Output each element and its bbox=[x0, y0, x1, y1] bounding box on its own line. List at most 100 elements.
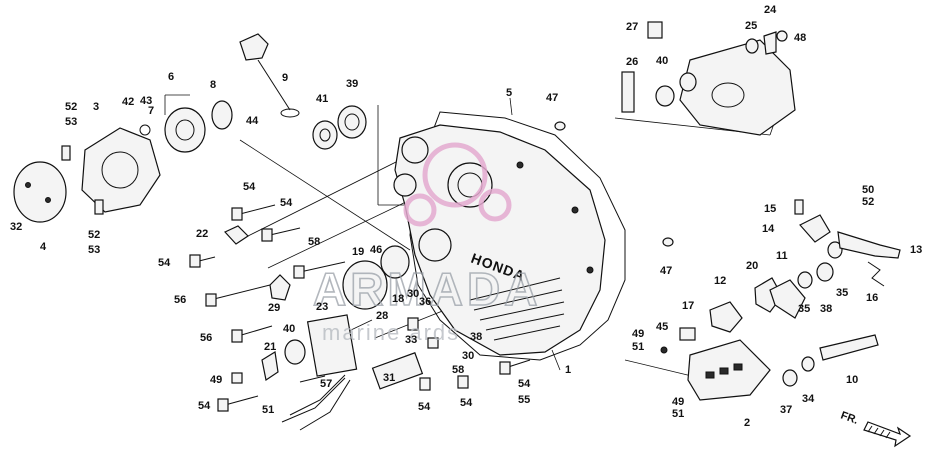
part-label: 57 bbox=[320, 378, 332, 390]
cover-bolt-hole bbox=[571, 206, 579, 214]
bolt-head bbox=[231, 207, 243, 221]
watermark-ring bbox=[478, 188, 512, 222]
part-label: 31 bbox=[383, 372, 395, 384]
part-label: 44 bbox=[246, 115, 259, 127]
filter-element-core bbox=[175, 119, 195, 141]
bearing-39 bbox=[337, 105, 367, 139]
part-label: 54 bbox=[198, 400, 211, 412]
pin-15 bbox=[794, 199, 804, 215]
part-label: 5 bbox=[506, 87, 512, 99]
part-label: 6 bbox=[168, 71, 174, 83]
cover-boss-small bbox=[393, 173, 417, 197]
part-label: 54 bbox=[158, 257, 171, 269]
part-label: 46 bbox=[370, 244, 382, 256]
part-label: 4 bbox=[40, 241, 47, 253]
bolt-head bbox=[419, 377, 431, 391]
cover-boss-left bbox=[418, 228, 452, 262]
filter-cover-inner bbox=[101, 151, 139, 189]
spring-16 bbox=[867, 261, 885, 287]
bolt-head bbox=[189, 254, 201, 268]
bolt-head bbox=[217, 398, 229, 412]
part-label: 18 bbox=[392, 293, 404, 305]
part-label: 11 bbox=[776, 250, 788, 262]
dowel-pin bbox=[662, 237, 674, 247]
part-label: 34 bbox=[802, 393, 815, 405]
part-label: 33 bbox=[405, 334, 417, 346]
plate-bolt-hole bbox=[25, 182, 31, 188]
cover-bolt-hole bbox=[586, 266, 594, 274]
part-label: 53 bbox=[88, 244, 100, 256]
part-label: 27 bbox=[626, 21, 638, 33]
inset-detail bbox=[621, 21, 796, 136]
bolt-head bbox=[457, 375, 469, 389]
part-label: 8 bbox=[210, 79, 216, 91]
plate-bolt-hole bbox=[45, 197, 51, 203]
shift-mechanism-group bbox=[660, 199, 901, 401]
watermark-title: ARMADA bbox=[313, 263, 541, 315]
bolt-52 bbox=[61, 145, 71, 161]
crankcase-cover bbox=[394, 124, 606, 356]
shift-drum-plate-2 bbox=[687, 339, 771, 401]
part-label: 58 bbox=[452, 364, 464, 376]
bolt-head bbox=[231, 372, 243, 384]
part-label: 58 bbox=[308, 236, 320, 248]
part-label: 21 bbox=[264, 341, 276, 353]
part-label: 52 bbox=[862, 196, 874, 208]
part-label: 39 bbox=[346, 78, 358, 90]
bearing-41 bbox=[312, 120, 338, 150]
oil-filter-element bbox=[164, 107, 206, 153]
part-label: 40 bbox=[283, 323, 295, 335]
part-label: 45 bbox=[656, 321, 668, 333]
inset-nut-48 bbox=[776, 30, 788, 42]
collar-37 bbox=[782, 369, 798, 387]
part-label: 29 bbox=[268, 302, 280, 314]
part-label: 38 bbox=[820, 303, 832, 315]
part-label: 50 bbox=[862, 184, 874, 196]
part-label: 49 bbox=[672, 396, 684, 408]
plate-slot bbox=[733, 363, 743, 371]
bolt-head bbox=[499, 361, 511, 375]
part-label: 30 bbox=[407, 288, 419, 300]
front-label: FR. bbox=[839, 410, 860, 427]
watermark-ring bbox=[403, 193, 437, 227]
bearings-group bbox=[312, 105, 367, 150]
front-direction-indicator: FR. bbox=[839, 410, 912, 448]
cover-boss-center bbox=[447, 162, 493, 208]
part-label: 12 bbox=[714, 275, 726, 287]
bolt-17 bbox=[679, 327, 696, 341]
part-label: 30 bbox=[462, 350, 474, 362]
part-label: 14 bbox=[762, 223, 775, 235]
part-label: 20 bbox=[746, 260, 758, 272]
washer-35b bbox=[827, 241, 843, 259]
part-label: 32 bbox=[10, 221, 22, 233]
plate-slot bbox=[705, 371, 715, 379]
dowel-pin bbox=[554, 121, 566, 131]
inset-housing bbox=[679, 39, 796, 136]
part-label: 10 bbox=[846, 374, 858, 386]
cover-bolt-hole bbox=[516, 161, 524, 169]
part-label: 52 bbox=[65, 101, 77, 113]
bracket-22 bbox=[224, 225, 249, 245]
part-label: 43 bbox=[140, 95, 152, 107]
part-label: 3 bbox=[93, 101, 99, 113]
filter-cover bbox=[81, 127, 161, 213]
dipstick-rod bbox=[257, 59, 291, 111]
part-label: 37 bbox=[780, 404, 792, 416]
part-label: 9 bbox=[282, 72, 288, 84]
part-label: 40 bbox=[656, 55, 668, 67]
bolt-head bbox=[231, 329, 243, 343]
washer-35 bbox=[797, 271, 813, 289]
part-label: 56 bbox=[200, 332, 212, 344]
part-label: 41 bbox=[316, 93, 328, 105]
bush-40 bbox=[284, 339, 306, 365]
cover-ribs bbox=[469, 277, 565, 341]
part-label: 54 bbox=[518, 378, 531, 390]
part-label: 13 bbox=[910, 244, 922, 256]
part-label: 51 bbox=[672, 408, 684, 420]
part-label: 54 bbox=[418, 401, 431, 413]
inset-clip-24 bbox=[763, 31, 777, 55]
part-label: 2 bbox=[744, 417, 750, 429]
bolt-head bbox=[205, 293, 217, 307]
bolt-head bbox=[293, 265, 305, 279]
